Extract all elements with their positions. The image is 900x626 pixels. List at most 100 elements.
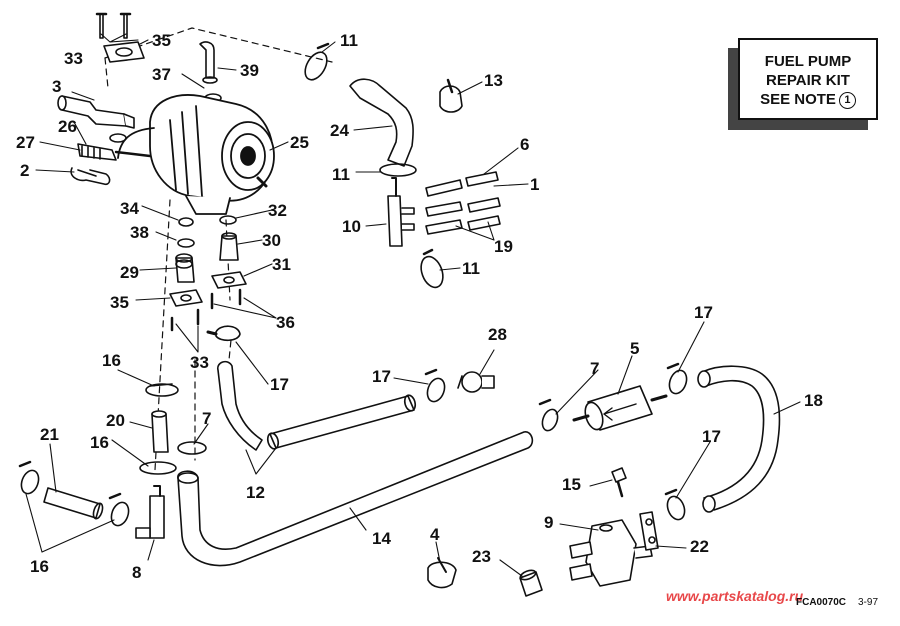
- o-ring-34: [178, 217, 194, 227]
- figure-code: FCA0070C: [796, 597, 847, 608]
- callout-25: 25: [290, 133, 309, 152]
- clamp-16-left-b: [108, 492, 130, 527]
- callout-18: 18: [804, 391, 823, 410]
- watermark: www.partskatalog.ru: [666, 588, 804, 604]
- callout-16: 16: [90, 433, 109, 452]
- callout-12: 12: [246, 483, 265, 502]
- callout-38: 38: [130, 223, 149, 242]
- callout-27: 27: [16, 133, 35, 152]
- callout-3: 3: [52, 77, 62, 96]
- kit-note-see-note: SEE NOTE: [760, 91, 836, 108]
- callout-21: 21: [40, 425, 59, 444]
- screw-top-2: [119, 12, 132, 39]
- callout-14: 14: [372, 529, 391, 548]
- clamp-13: [439, 78, 463, 113]
- callout-2: 2: [20, 161, 30, 180]
- callout-19: 19: [494, 237, 513, 256]
- kit-note-line-2: REPAIR KIT: [766, 72, 850, 89]
- clamp-16-lower: [139, 461, 177, 475]
- hose-24: [349, 78, 414, 167]
- callout-34: 34: [120, 199, 139, 218]
- gasket-35-lower: [169, 289, 203, 307]
- clamp-17-mid: [424, 368, 446, 403]
- fitting-8: [135, 485, 165, 539]
- screws-36: [210, 288, 242, 310]
- callout-6: 6: [520, 135, 530, 154]
- gasket-top: [103, 41, 145, 63]
- fuel-filter-5: [572, 385, 668, 431]
- connector-3: [57, 95, 135, 129]
- hose-20: [151, 410, 169, 453]
- clamp-11-top: [304, 42, 330, 81]
- clamp-4: [427, 557, 457, 589]
- fuel-connector-9: [569, 519, 653, 587]
- clamp-7-right: [538, 398, 559, 432]
- callout-10: 10: [342, 217, 361, 236]
- fitting-30: [219, 232, 239, 261]
- hose-21: [43, 487, 104, 520]
- callout-5: 5: [630, 339, 640, 358]
- note-number-circle: 1: [838, 91, 856, 109]
- hose-12-straight: [266, 394, 417, 450]
- callout-7: 7: [590, 359, 600, 378]
- clamp-11-mid: [379, 163, 417, 177]
- callout-33: 33: [64, 49, 83, 68]
- kit-note-line-1: FUEL PUMP: [764, 53, 852, 70]
- clamp-16-left-a: [18, 460, 40, 495]
- clamp-17-right-bottom: [664, 488, 686, 521]
- callout-15: 15: [562, 475, 581, 494]
- callout-24: 24: [330, 121, 349, 140]
- callout-23: 23: [472, 547, 491, 566]
- gasket-22: [639, 511, 659, 551]
- hose-14: [177, 431, 534, 567]
- callout-31: 31: [272, 255, 291, 274]
- callout-11: 11: [332, 165, 350, 184]
- callout-16: 16: [102, 351, 121, 370]
- hose-set-19: [425, 171, 501, 235]
- clamp-17-right-top: [666, 362, 688, 395]
- callout-39: 39: [240, 61, 259, 80]
- clip-2: [70, 167, 111, 186]
- callout-22: 22: [690, 537, 709, 556]
- hose-12-bent: [217, 360, 263, 451]
- elbow-fitting: [199, 41, 222, 103]
- callout-36: 36: [276, 313, 295, 332]
- callout-32: 32: [268, 201, 287, 220]
- clamp-16-upper: [145, 383, 179, 397]
- fitting-29: [175, 253, 195, 283]
- clamp-11-bottom: [420, 248, 444, 289]
- callout-7: 7: [202, 409, 212, 428]
- cap-23: [519, 569, 543, 597]
- callout-1: 1: [530, 175, 540, 194]
- callout-20: 20: [106, 411, 125, 430]
- tee-fitting-10: [387, 177, 415, 247]
- callout-29: 29: [120, 263, 139, 282]
- figure-date: 3-97: [858, 597, 879, 608]
- clamp-7-left: [177, 441, 207, 455]
- gasket-31: [211, 271, 247, 289]
- hose-18: [697, 365, 781, 513]
- callout-17: 17: [694, 303, 713, 322]
- callout-35: 35: [152, 31, 171, 50]
- callout-28: 28: [488, 325, 507, 344]
- connector-26-27: [77, 133, 152, 161]
- leader-lines: [25, 33, 801, 577]
- callout-30: 30: [262, 231, 281, 250]
- callout-13: 13: [484, 71, 503, 90]
- screw-15: [611, 467, 627, 498]
- callout-33: 33: [190, 353, 209, 372]
- callout-11: 11: [462, 259, 480, 278]
- o-ring-32: [219, 215, 237, 225]
- fuel-pump-body: [117, 94, 275, 215]
- screw-top-1: [95, 12, 108, 39]
- screws-33-lower: [170, 308, 200, 332]
- callout-17: 17: [702, 427, 721, 446]
- callout-17: 17: [270, 375, 289, 394]
- o-ring-38: [177, 238, 195, 248]
- fitting-28: [457, 371, 495, 393]
- callout-16: 16: [30, 557, 49, 576]
- callout-11: 11: [340, 31, 358, 50]
- callout-35: 35: [110, 293, 129, 312]
- clamp-17-left: [206, 325, 241, 342]
